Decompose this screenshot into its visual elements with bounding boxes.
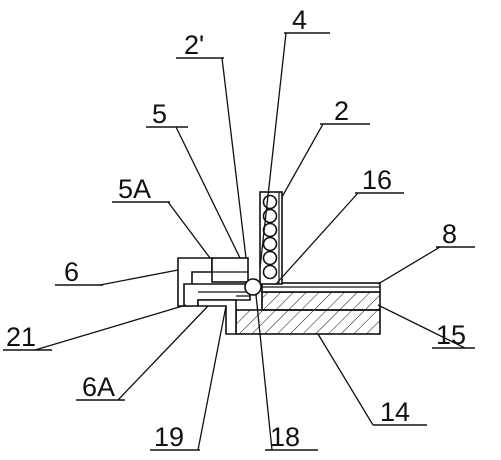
label-2-prime: 2' bbox=[184, 30, 204, 60]
coil-turn bbox=[262, 264, 278, 280]
part-18-round-seal bbox=[244, 278, 262, 296]
label-16: 16 bbox=[362, 165, 392, 195]
label-18: 18 bbox=[270, 422, 300, 452]
label-4: 4 bbox=[292, 5, 307, 35]
label-8: 8 bbox=[442, 219, 457, 249]
coil-spring-stack bbox=[262, 194, 278, 280]
part-19-step bbox=[197, 299, 237, 335]
connecting-sheet bbox=[236, 291, 263, 310]
label-2: 2 bbox=[334, 96, 349, 126]
label-14: 14 bbox=[380, 397, 410, 427]
coil-turn bbox=[262, 194, 278, 210]
label-15: 15 bbox=[436, 320, 466, 350]
coil-turn bbox=[262, 236, 278, 252]
label-5A: 5A bbox=[118, 174, 151, 204]
label-21: 21 bbox=[6, 322, 36, 352]
coil-turn bbox=[262, 250, 278, 266]
label-6: 6 bbox=[64, 257, 79, 287]
part-5-block bbox=[211, 257, 249, 283]
label-19: 19 bbox=[154, 422, 184, 452]
label-6A: 6A bbox=[82, 372, 115, 402]
label-5: 5 bbox=[152, 99, 167, 129]
part-15-strip bbox=[261, 291, 381, 311]
coil-turn bbox=[262, 222, 278, 238]
label-underlines bbox=[3, 32, 475, 451]
leader-lines bbox=[34, 32, 466, 451]
